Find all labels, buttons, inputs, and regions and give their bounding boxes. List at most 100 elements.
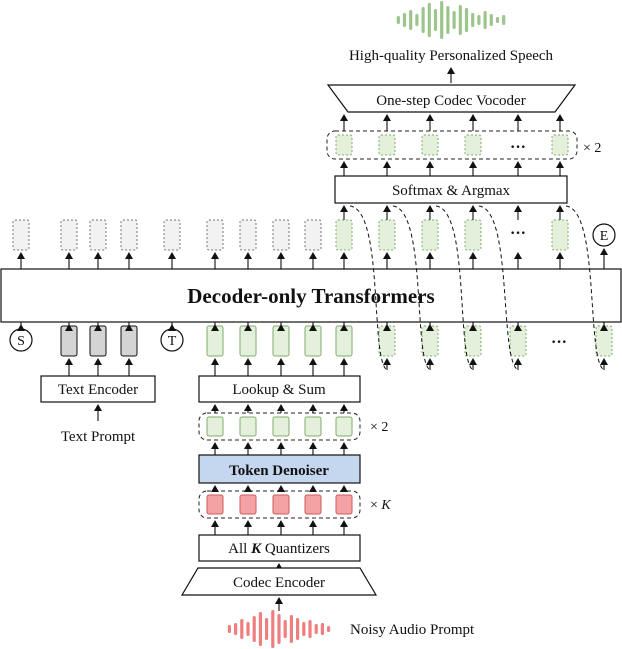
generated-token (378, 325, 396, 357)
feedback-curve (349, 205, 388, 371)
text-prompt-label: Text Prompt (61, 429, 136, 445)
decoder-output-row (12, 219, 569, 251)
input-wave-bar (227, 625, 231, 633)
prompt-token (239, 325, 257, 357)
quantizers-label: All K Quantizers (228, 541, 330, 557)
decoder-label: Decoder-only Transformers (187, 284, 434, 308)
end-token-label: E (600, 229, 609, 244)
feedback-curve (435, 205, 474, 371)
noisy-token (304, 494, 322, 515)
input-wave-bar (234, 623, 238, 635)
output-wave-bar (440, 1, 444, 39)
feedback-curve (392, 205, 431, 371)
prompt-token (206, 325, 224, 357)
softmax-label: Softmax & Argmax (392, 183, 511, 199)
output-wave-bar (495, 17, 500, 23)
input-wave-bar (265, 618, 269, 640)
noisy-token (206, 494, 224, 515)
decoder-output-token (239, 219, 257, 251)
output-wave-bar (427, 3, 431, 37)
noisy-group-multiplier: × K (370, 498, 391, 513)
output-token (421, 134, 439, 156)
output-wave-bar (489, 14, 493, 26)
input-wave-bar (252, 616, 256, 642)
text-end-token-label: T (168, 334, 177, 349)
generated-token (509, 325, 527, 357)
output-wave-bar (433, 9, 438, 31)
softmax-argmax-block (334, 175, 568, 204)
output-wave-bar (402, 13, 407, 27)
decoder-output-token (89, 219, 107, 251)
text-token (89, 325, 107, 357)
denoised-token (272, 416, 290, 437)
lookup-sum-block (198, 375, 361, 403)
input-wave-bar (308, 620, 312, 638)
noisy-token (239, 494, 257, 515)
prompt-token (272, 325, 290, 357)
denoised-token-row (206, 416, 353, 437)
output-token (378, 134, 396, 156)
generated-token (464, 325, 482, 357)
generated-token (595, 325, 613, 357)
input-waveform-icon (227, 610, 331, 648)
output-group-multiplier: × 2 (583, 141, 601, 156)
input-wave-bar (246, 622, 250, 636)
input-wave-bar (320, 623, 324, 635)
input-wave-bar (240, 619, 244, 639)
codec-encoder-block (180, 567, 378, 596)
output-wave-bar (464, 8, 469, 32)
token-denoiser-block (198, 454, 361, 484)
denoised-token (239, 416, 257, 437)
decoder-output-token (120, 219, 138, 251)
output-wave-bar (409, 10, 413, 30)
text-token (120, 325, 138, 357)
prompt-token (335, 325, 353, 357)
input-wave-bar (277, 614, 281, 644)
output-token (464, 134, 482, 156)
output-wave-bar (458, 5, 462, 35)
input-wave-bar (302, 622, 306, 636)
output-wave-bar (502, 15, 506, 25)
denoised-token-group (198, 412, 361, 441)
output-token (335, 134, 353, 156)
input-wave-bar (258, 612, 262, 646)
decoder-input-row (60, 325, 613, 357)
output-wave-bar (396, 16, 400, 24)
output-ellipsis: ··· (510, 139, 526, 156)
input-wave-bar (289, 615, 293, 643)
denoiser-label: Token Denoiser (229, 463, 329, 479)
noisy-token-row (206, 494, 353, 515)
start-token-label: S (17, 334, 25, 349)
feedback-curve (478, 205, 519, 371)
decoder-input-ellipsis: ··· (551, 334, 567, 351)
output-waveform-icon (396, 1, 506, 39)
vocoder-label: One-step Codec Vocoder (376, 93, 525, 109)
output-wave-bar (483, 11, 487, 29)
flow-arrows (17, 114, 608, 535)
decoder-output-ellipsis: ··· (510, 225, 526, 242)
denoised-token (335, 416, 353, 437)
decoder-output-token (12, 219, 30, 251)
noisy-token (272, 494, 290, 515)
lookup-label: Lookup & Sum (232, 382, 326, 398)
codec-vocoder-block (326, 84, 577, 113)
denoised-token (304, 416, 322, 437)
decoder-output-token (421, 219, 439, 251)
feedback-curve (565, 205, 605, 371)
output-wave-bar (477, 15, 481, 25)
decoder-only-transformer-block (0, 268, 622, 323)
noisy-token (335, 494, 353, 515)
generated-token (421, 325, 439, 357)
noisy-prompt-label: Noisy Audio Prompt (350, 622, 475, 638)
output-wave-bar (421, 7, 425, 33)
input-wave-bar (271, 610, 275, 648)
decoder-output-token (272, 219, 290, 251)
input-wave-bar (327, 626, 331, 632)
decoder-output-token (335, 219, 353, 251)
decoder-output-token (163, 219, 181, 251)
output-token (551, 134, 569, 156)
decoder-output-token (378, 219, 396, 251)
output-token-group (326, 130, 578, 160)
decoder-output-token (304, 219, 322, 251)
